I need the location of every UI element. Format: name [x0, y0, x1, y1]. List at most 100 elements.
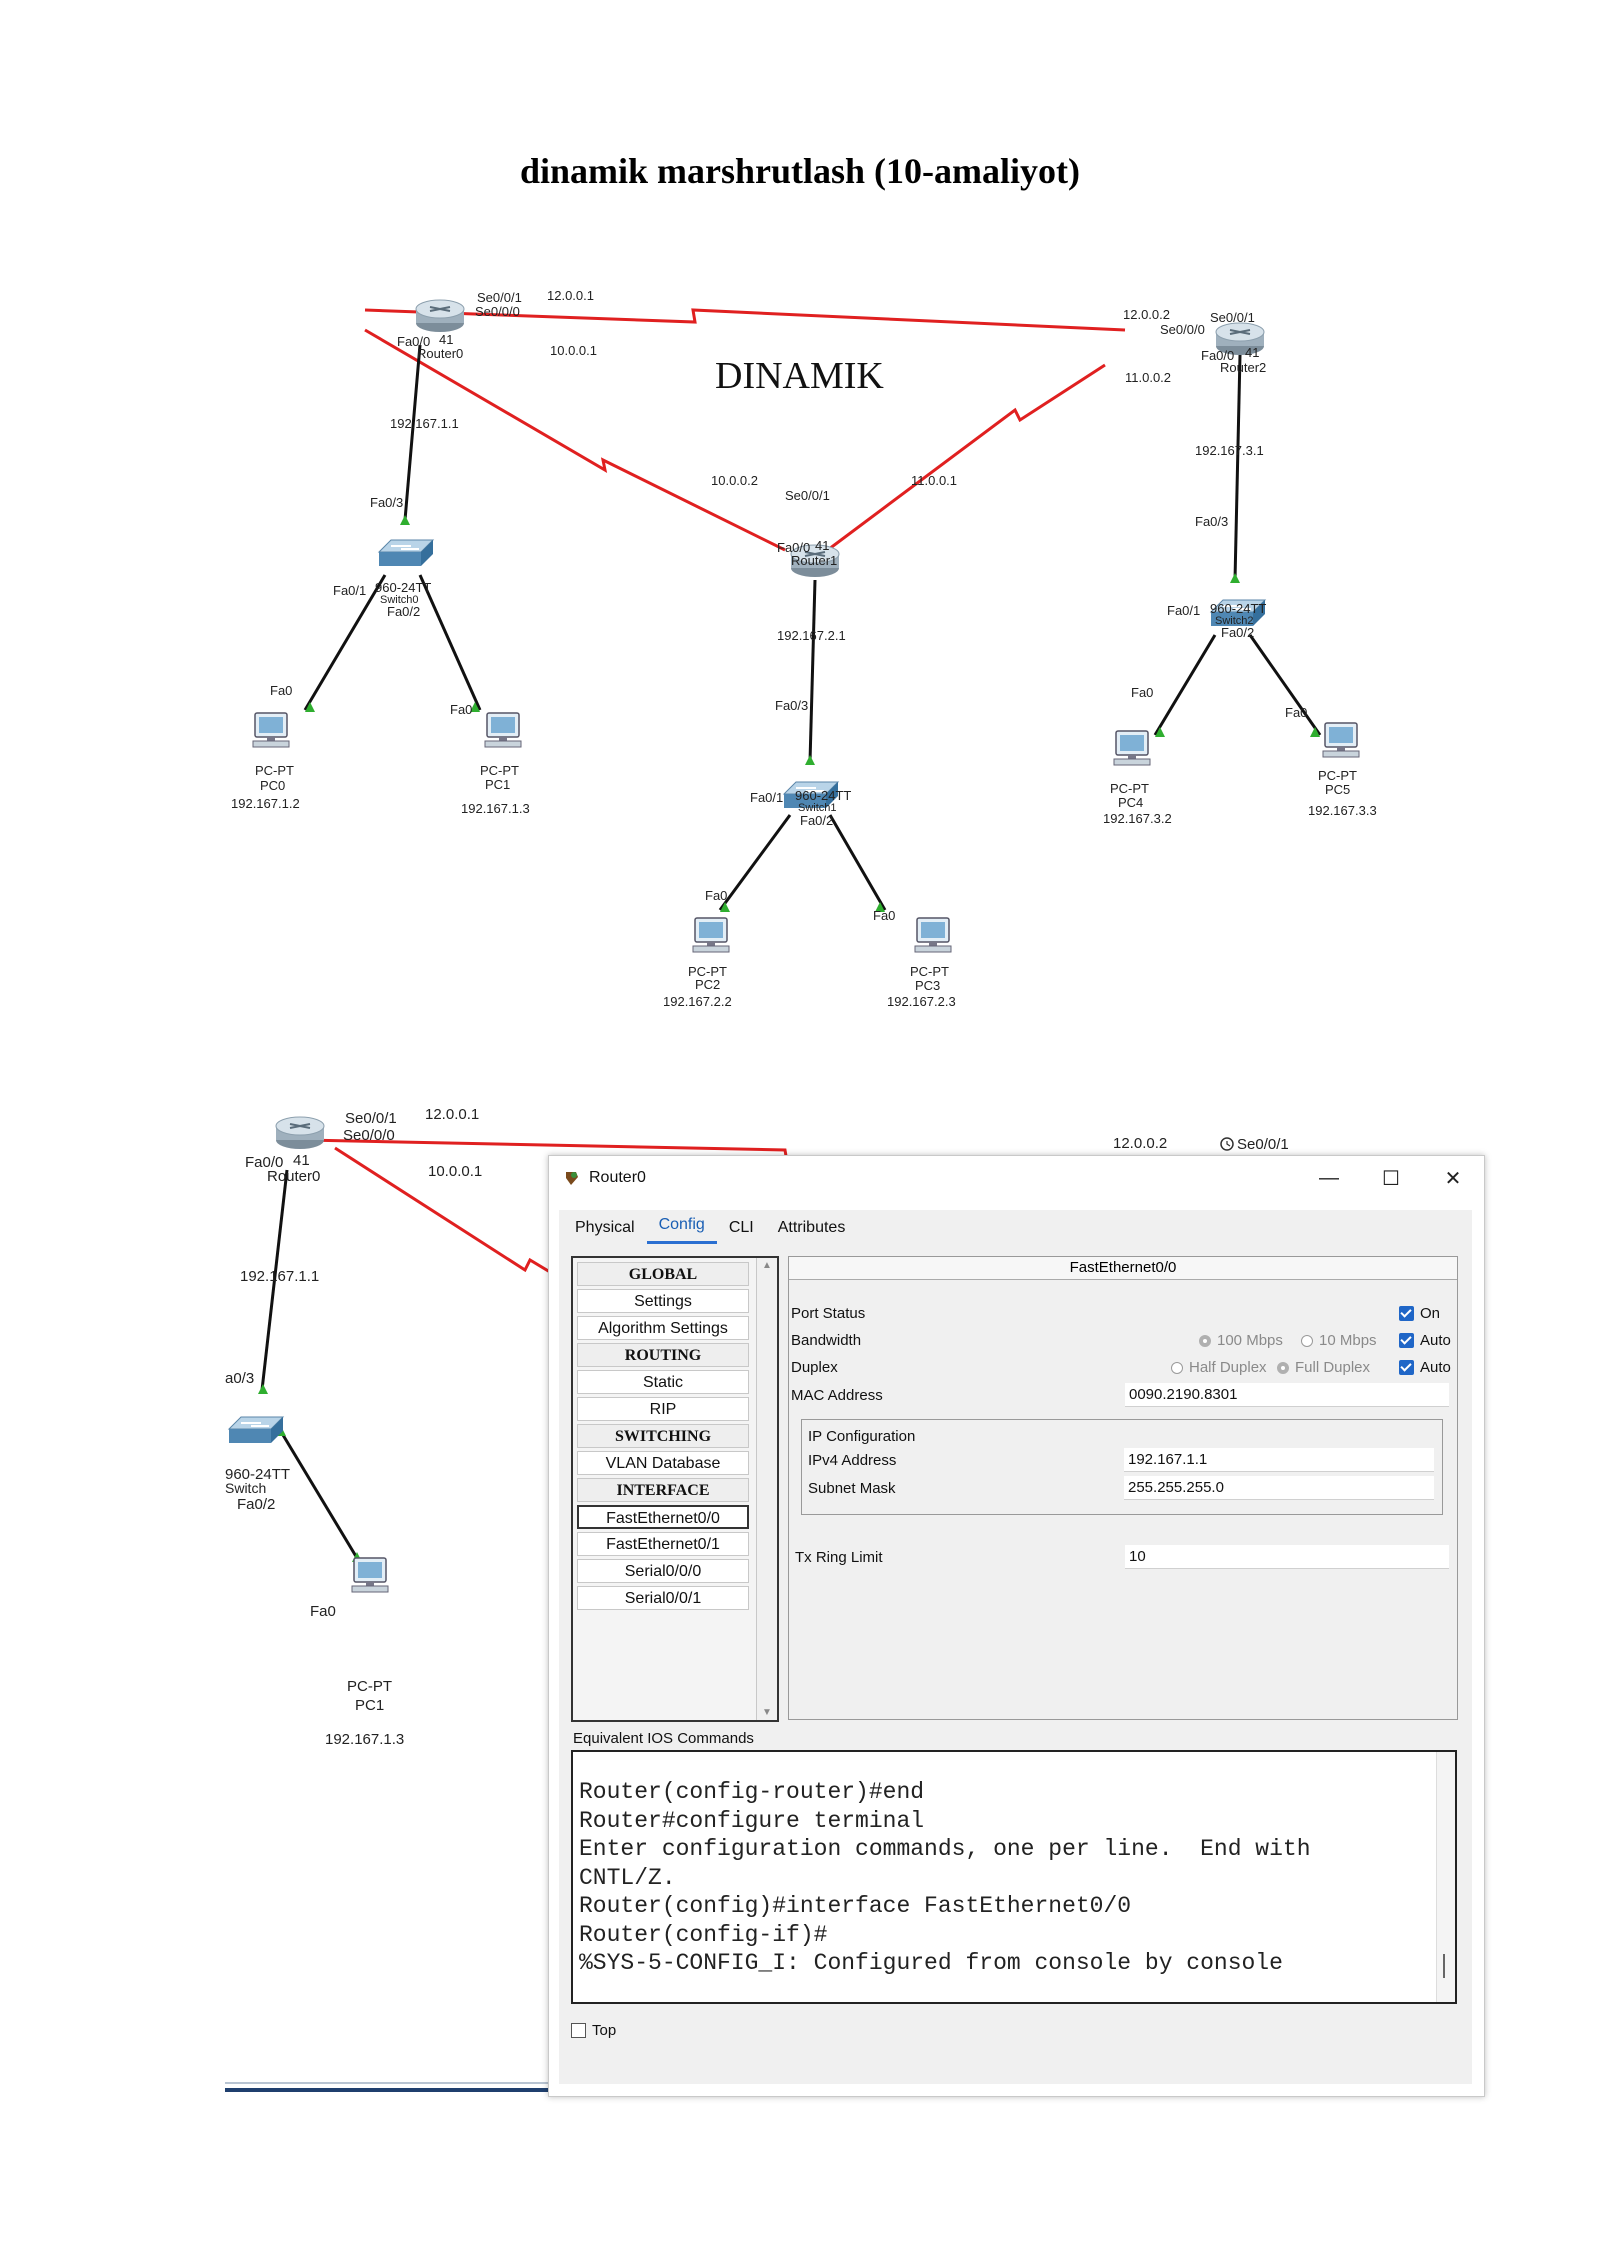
ipv4-address-label: IPv4 Address — [808, 1452, 897, 1469]
diagram-label: Switch — [225, 1480, 266, 1496]
diagram-label: 192.167.1.1 — [240, 1268, 319, 1285]
duplex-auto-checkbox[interactable] — [1399, 1360, 1414, 1375]
console-scrollbar[interactable] — [1436, 1752, 1455, 2002]
port-up-marker — [875, 902, 885, 912]
bandwidth-100-option[interactable]: 100 Mbps — [1199, 1332, 1283, 1349]
diagram-label: Se0/0/0 — [1160, 322, 1205, 337]
diagram-label: Fa0/0 — [1201, 348, 1234, 363]
dialog-title: Router0 — [589, 1169, 646, 1186]
full-duplex-option[interactable]: Full Duplex — [1277, 1359, 1370, 1376]
nav-scrollbar[interactable]: ▲ ▼ — [756, 1258, 777, 1720]
router0-icon — [415, 299, 465, 333]
port-status-toggle[interactable]: On — [1399, 1305, 1440, 1322]
nav-item-fastethernet0-0[interactable]: FastEthernet0/0 — [577, 1505, 749, 1529]
diagram-label: 12.0.0.2 — [1113, 1135, 1167, 1152]
router0-dialog: Router0 — ☐ ✕ Physical Config CLI Attrib… — [548, 1155, 1485, 2097]
nav-item-settings[interactable]: Settings — [577, 1289, 749, 1313]
diagram-label: Fa0/3 — [775, 698, 808, 713]
ip-configuration-group: IP Configuration IPv4 Address 192.167.1.… — [801, 1419, 1443, 1515]
scroll-down-icon[interactable]: ▼ — [762, 1707, 772, 1718]
port-up-marker — [1230, 573, 1240, 583]
nav-item-fastethernet0-1[interactable]: FastEthernet0/1 — [577, 1532, 749, 1556]
nav-item-rip[interactable]: RIP — [577, 1397, 749, 1421]
pc1-icon — [484, 712, 522, 748]
diagram-label: 192.167.2.3 — [887, 994, 956, 1009]
nav-item-vlan-database[interactable]: VLAN Database — [577, 1451, 749, 1475]
diagram-label: PC1 — [485, 777, 510, 792]
port-status-checkbox[interactable] — [1399, 1306, 1414, 1321]
diagram-label: PC2 — [695, 977, 720, 992]
dialog-titlebar[interactable]: Router0 — ☐ ✕ — [549, 1156, 1484, 1200]
mac-address-field[interactable]: 0090.2190.8301 — [1125, 1383, 1449, 1407]
duplex-auto-option[interactable]: Auto — [1399, 1359, 1451, 1376]
diagram-label: 192.167.1.2 — [231, 796, 300, 811]
console-line: Router(config-router)#end — [579, 1779, 925, 1805]
bandwidth-10-option[interactable]: 10 Mbps — [1301, 1332, 1377, 1349]
diagram-label: 960-24TT — [1210, 601, 1266, 616]
nav-item-static[interactable]: Static — [577, 1370, 749, 1394]
diagram-label: Router1 — [791, 553, 837, 568]
diagram-label: 192.167.2.1 — [777, 628, 846, 643]
tx-ring-limit-label: Tx Ring Limit — [795, 1549, 883, 1566]
close-icon[interactable]: ✕ — [1444, 1167, 1462, 1190]
minimize-icon[interactable]: — — [1319, 1166, 1339, 1189]
nav-item-serial0-0-1[interactable]: Serial0/0/1 — [577, 1586, 749, 1610]
top-toggle[interactable]: Top — [571, 2022, 616, 2039]
ipv4-address-input[interactable]: 192.167.1.1 — [1124, 1448, 1434, 1472]
port-up-marker — [258, 1384, 268, 1394]
diagram-label: 192.167.3.2 — [1103, 811, 1172, 826]
bandwidth-auto-option[interactable]: Auto — [1399, 1332, 1451, 1349]
duplex-label: Duplex — [791, 1359, 838, 1376]
top-checkbox[interactable] — [571, 2023, 586, 2038]
diagram-label: 192.167.1.3 — [461, 801, 530, 816]
subnet-mask-label: Subnet Mask — [808, 1480, 896, 1497]
bandwidth-auto-checkbox[interactable] — [1399, 1333, 1414, 1348]
subnet-mask-input[interactable]: 255.255.255.0 — [1124, 1476, 1434, 1500]
half-duplex-radio[interactable] — [1171, 1361, 1183, 1374]
tab-attributes[interactable]: Attributes — [777, 1219, 846, 1236]
dinamik-label: DINAMIK — [715, 355, 884, 397]
port-up-marker — [805, 755, 815, 765]
eth-link-router-switch — [260, 1169, 289, 1391]
diagram-label: Fa0 — [1285, 705, 1307, 720]
tx-ring-limit-input[interactable]: 10 — [1125, 1545, 1449, 1569]
tab-cli[interactable]: CLI — [728, 1219, 754, 1236]
mac-address-label: MAC Address — [791, 1387, 883, 1404]
tab-bar: Physical Config CLI Attributes — [559, 1210, 1472, 1244]
console-line: Enter configuration commands, one per li… — [579, 1836, 1311, 1862]
interface-panel: FastEthernet0/0 Port Status On Bandwidth… — [788, 1256, 1458, 1720]
diagram-label: Switch0 — [380, 594, 419, 606]
port-status-label: Port Status — [791, 1305, 866, 1322]
nav-item-algorithm-settings[interactable]: Algorithm Settings — [577, 1316, 749, 1340]
full-duplex-radio[interactable] — [1277, 1361, 1289, 1374]
bandwidth-10-radio[interactable] — [1301, 1334, 1313, 1347]
diagram-label: Switch1 — [798, 802, 837, 814]
bandwidth-100-radio[interactable] — [1199, 1334, 1211, 1347]
switch0-icon — [378, 539, 434, 567]
scroll-up-icon[interactable]: ▲ — [762, 1260, 772, 1271]
maximize-icon[interactable]: ☐ — [1382, 1167, 1400, 1190]
eth-link-sw1-pc2 — [718, 814, 792, 911]
diagram-label: 960-24TT — [375, 580, 431, 595]
nav-header-global: GLOBAL — [577, 1262, 749, 1286]
diagram-label: Se0/0/1 — [1210, 310, 1255, 325]
serial-link-r2-r1 — [824, 363, 1106, 554]
tab-physical[interactable]: Physical — [575, 1219, 635, 1236]
pc5-icon — [1322, 722, 1360, 758]
tab-config[interactable]: Config — [646, 1212, 717, 1244]
diagram-label: Fa0 — [450, 702, 472, 717]
diagram-label: PC-PT — [1110, 781, 1149, 796]
pc2-icon — [692, 917, 730, 953]
diagram-label: 192.167.3.3 — [1308, 803, 1377, 818]
diagram-label: 12.0.0.1 — [547, 288, 594, 303]
diagram-label: 960-24TT — [795, 788, 851, 803]
diagram-label: Router2 — [1220, 360, 1266, 375]
diagram-label: 41 — [439, 332, 453, 347]
diagram-label: 41 — [1245, 345, 1259, 360]
half-duplex-option[interactable]: Half Duplex — [1171, 1359, 1267, 1376]
diagram-label: Fa0/2 — [800, 813, 833, 828]
diagram-label: Fa0/0 — [777, 540, 810, 555]
nav-item-serial0-0-0[interactable]: Serial0/0/0 — [577, 1559, 749, 1583]
diagram-label: PC3 — [915, 978, 940, 993]
